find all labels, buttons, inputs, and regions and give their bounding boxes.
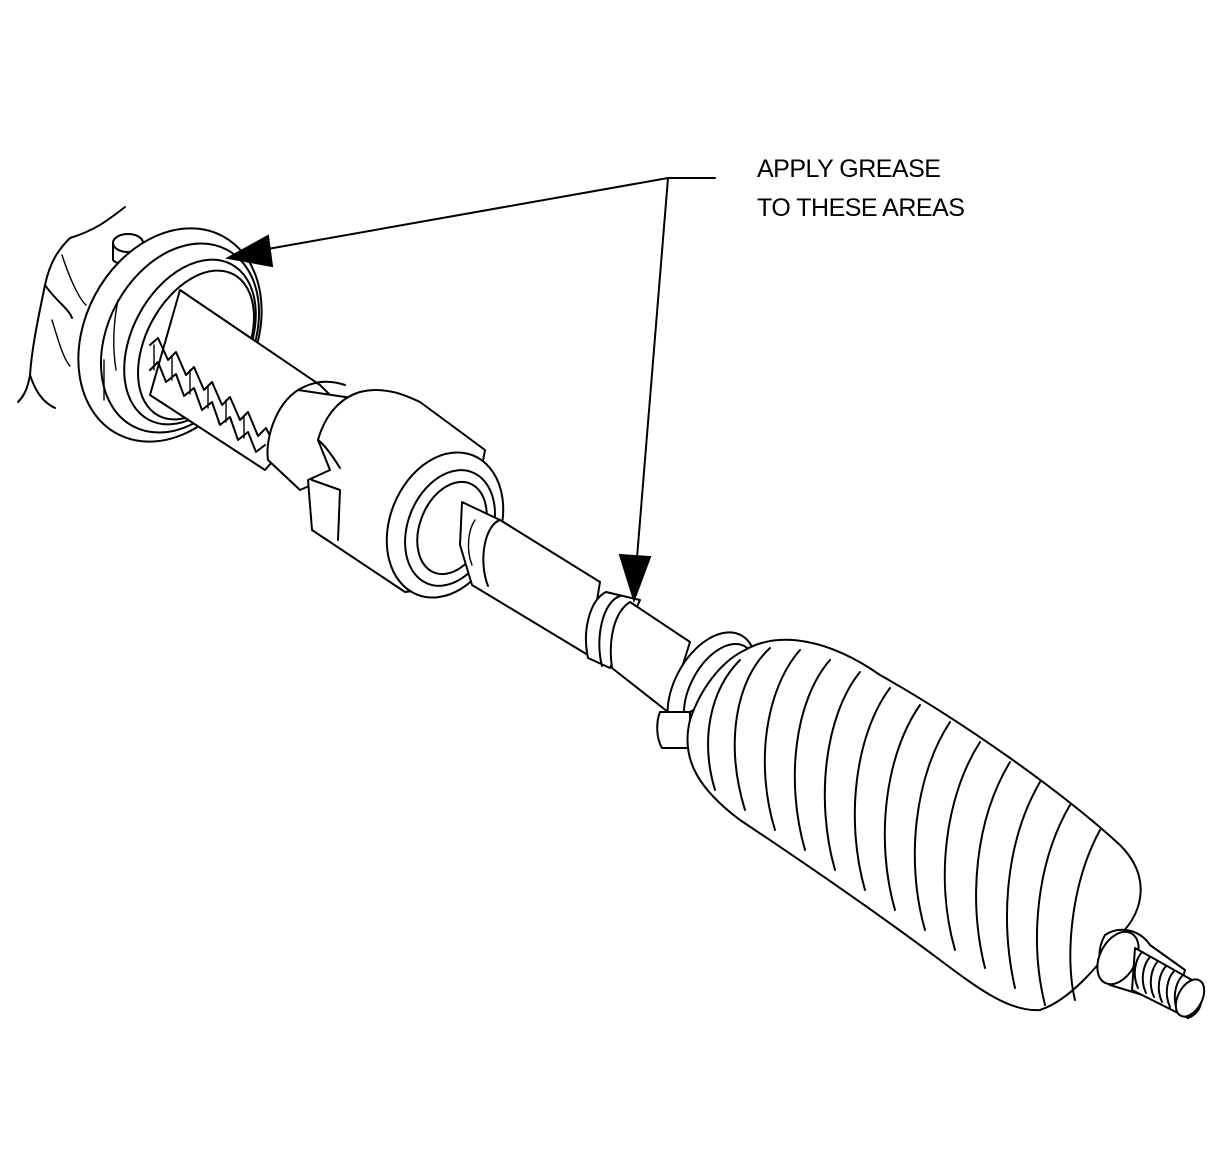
arrowhead-housing <box>225 234 274 268</box>
bellows-boot <box>686 638 1142 1012</box>
callout-leaders <box>225 177 716 604</box>
callout-line-1: APPLY GREASE <box>757 155 941 183</box>
tie-rod-shaft <box>459 501 601 656</box>
threaded-stud <box>1096 928 1206 1019</box>
callout-line-2: TO THESE AREAS <box>757 194 965 222</box>
arrowhead-collar <box>618 553 652 604</box>
callout-label: APPLY GREASE TO THESE AREAS <box>757 150 965 228</box>
shaft-collar <box>585 591 691 713</box>
